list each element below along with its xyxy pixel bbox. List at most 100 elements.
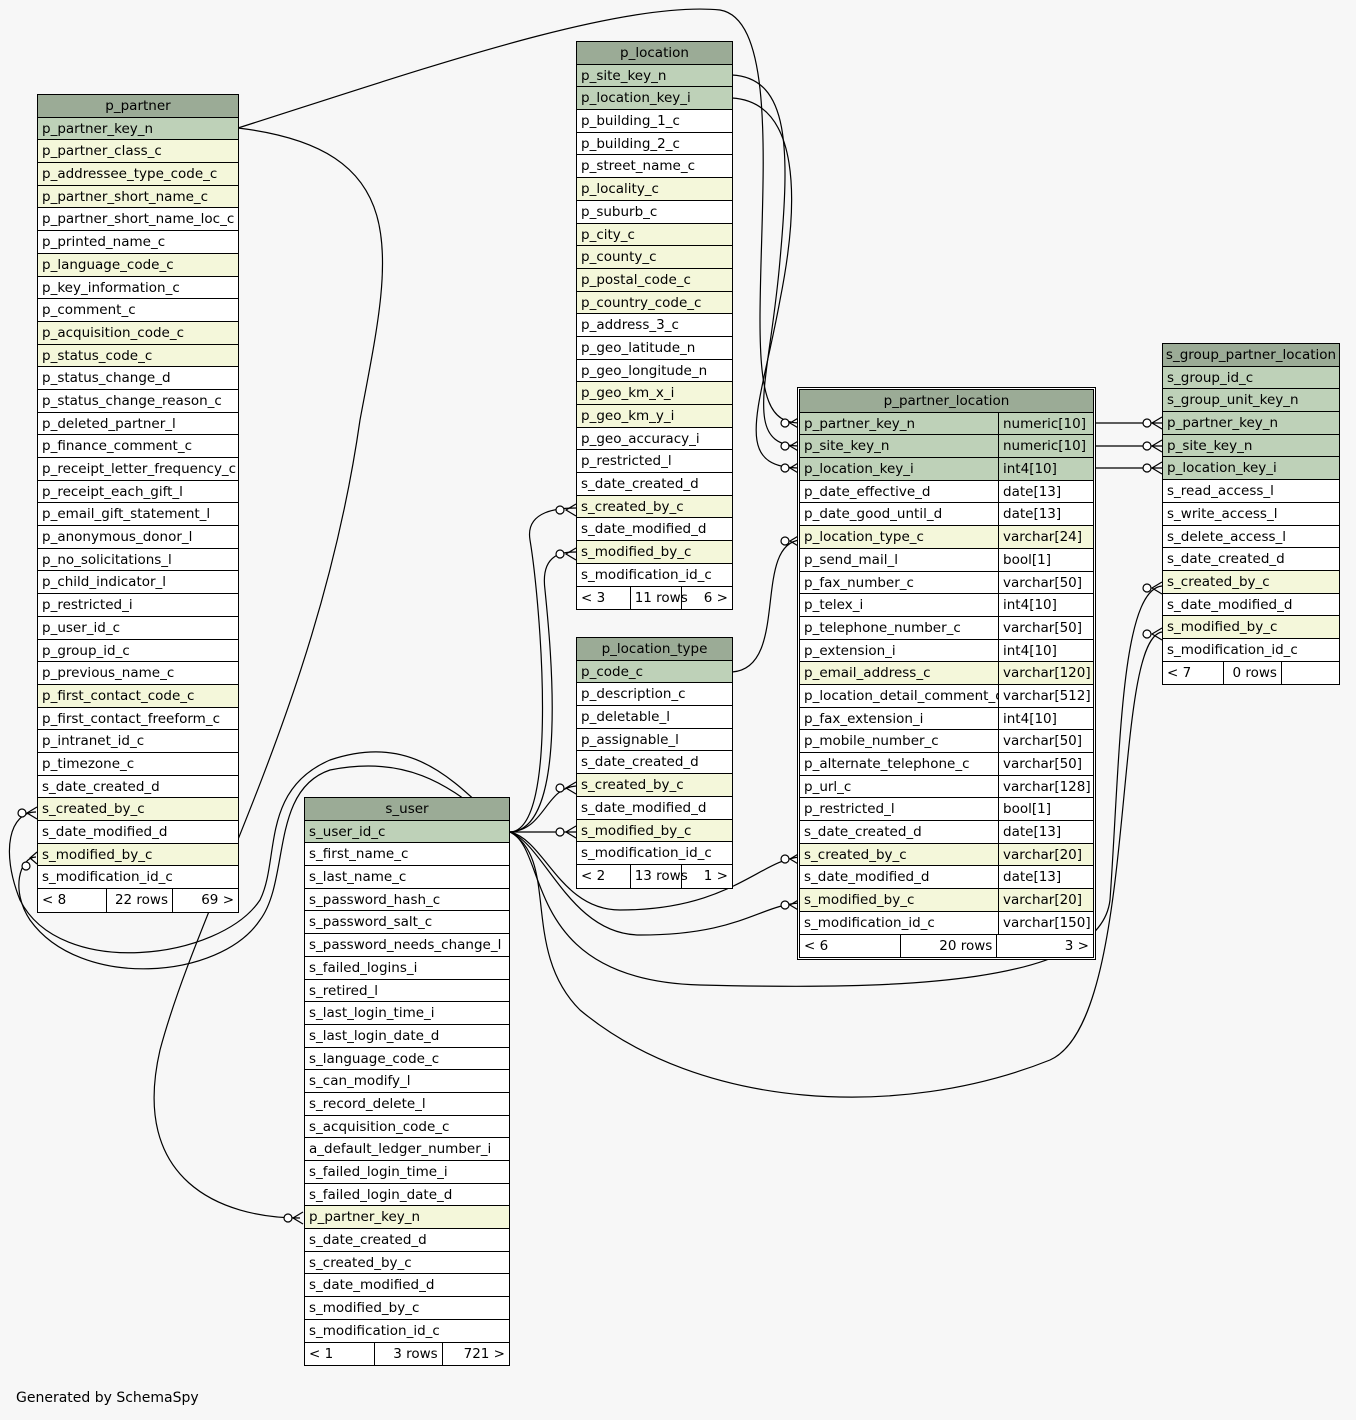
- table-row[interactable]: s_password_needs_change_l: [305, 934, 509, 957]
- table-row[interactable]: s_last_login_date_d: [305, 1024, 509, 1048]
- child-count[interactable]: 3 >: [996, 934, 1093, 958]
- table-row[interactable]: p_receipt_each_gift_l: [38, 480, 238, 504]
- child-count[interactable]: 6 >: [680, 586, 732, 610]
- table-row[interactable]: s_group_unit_key_n: [1163, 389, 1339, 413]
- table-row[interactable]: p_user_id_c: [38, 616, 238, 640]
- table-row[interactable]: s_date_created_d: [305, 1229, 509, 1252]
- table-row[interactable]: p_no_solicitations_l: [38, 548, 238, 572]
- table-row[interactable]: p_deletable_l: [577, 706, 732, 729]
- table-row[interactable]: s_record_delete_l: [305, 1092, 509, 1116]
- table-row[interactable]: s_user_id_c: [305, 820, 509, 844]
- table-row[interactable]: p_partner_short_name_c: [38, 185, 238, 209]
- table-row[interactable]: p_locality_c: [577, 178, 732, 201]
- table-row[interactable]: p_status_change_d: [38, 367, 238, 390]
- table-row[interactable]: p_partner_class_c: [38, 140, 238, 164]
- table-row[interactable]: p_street_name_c: [577, 155, 732, 179]
- table-header[interactable]: s_user: [305, 798, 509, 821]
- table-row[interactable]: p_city_c: [577, 223, 732, 247]
- table-row[interactable]: p_partner_short_name_loc_c: [38, 208, 238, 232]
- parent-count[interactable]: < 7: [1167, 664, 1192, 681]
- table-row[interactable]: s_modification_id_c: [38, 866, 238, 890]
- child-count[interactable]: [1280, 661, 1339, 685]
- table-row[interactable]: p_assignable_l: [577, 728, 732, 752]
- table-row[interactable]: s_modification_id_c: [1163, 638, 1339, 662]
- table-row[interactable]: s_write_access_l: [1163, 502, 1339, 526]
- table-row[interactable]: s_modified_by_c: [1163, 616, 1339, 639]
- table-row[interactable]: s_modification_id_c: [577, 563, 732, 587]
- table-row[interactable]: s_date_created_d: [577, 473, 732, 496]
- table-row[interactable]: s_created_by_c: [305, 1251, 509, 1275]
- table-row[interactable]: s_modified_by_c: [38, 843, 238, 867]
- table-row[interactable]: s_delete_access_l: [1163, 525, 1339, 549]
- table-row[interactable]: s_created_by_c: [577, 495, 732, 519]
- parent-count[interactable]: < 3: [581, 589, 606, 606]
- table-row[interactable]: p_receipt_letter_frequency_c: [38, 458, 238, 481]
- table-row[interactable]: s_date_modified_d: [577, 518, 732, 542]
- table-row[interactable]: p_geo_accuracy_i: [577, 427, 732, 451]
- table-row[interactable]: p_first_contact_code_c: [38, 684, 238, 708]
- table-row[interactable]: s_date_created_d: [38, 775, 238, 799]
- table-row[interactable]: p_status_code_c: [38, 344, 238, 368]
- table-row[interactable]: p_language_code_c: [38, 253, 238, 277]
- table-row[interactable]: s_created_by_c: [577, 774, 732, 797]
- table-row[interactable]: s_modification_id_c: [305, 1319, 509, 1343]
- table-row[interactable]: p_geo_longitude_n: [577, 359, 732, 383]
- table-header[interactable]: p_partner: [38, 95, 238, 118]
- table-row[interactable]: s_can_modify_l: [305, 1070, 509, 1093]
- table-row[interactable]: s_date_created_d: [577, 751, 732, 775]
- table-row[interactable]: s_language_code_c: [305, 1047, 509, 1071]
- table-row[interactable]: s_date_modified_d: [577, 796, 732, 820]
- table-row[interactable]: s_acquisition_code_c: [305, 1115, 509, 1139]
- table-row[interactable]: p_code_c: [577, 660, 732, 684]
- table-row[interactable]: s_password_salt_c: [305, 911, 509, 935]
- table-header[interactable]: p_location: [577, 42, 732, 65]
- table-row[interactable]: s_failed_logins_i: [305, 956, 509, 980]
- table-row[interactable]: p_status_change_reason_c: [38, 389, 238, 413]
- table-row[interactable]: p_description_c: [577, 683, 732, 707]
- table-row[interactable]: p_location_key_i: [577, 87, 732, 111]
- table-row[interactable]: s_last_login_time_i: [305, 1002, 509, 1025]
- table-row[interactable]: p_finance_comment_c: [38, 435, 238, 458]
- table-row[interactable]: s_failed_login_time_i: [305, 1161, 509, 1184]
- table-row[interactable]: p_building_2_c: [577, 132, 732, 156]
- table-row[interactable]: p_geo_km_y_i: [577, 405, 732, 428]
- table-row[interactable]: p_geo_latitude_n: [577, 336, 732, 360]
- table-row[interactable]: s_password_hash_c: [305, 888, 509, 912]
- table-row[interactable]: p_email_gift_statement_l: [38, 503, 238, 527]
- parent-count[interactable]: < 1: [309, 1345, 334, 1362]
- table-row[interactable]: p_postal_code_c: [577, 268, 732, 292]
- child-count[interactable]: 69 >: [172, 889, 238, 912]
- table-row[interactable]: p_suburb_c: [577, 200, 732, 224]
- table-row[interactable]: a_default_ledger_number_i: [305, 1138, 509, 1161]
- table-row[interactable]: s_failed_login_date_d: [305, 1183, 509, 1207]
- table-row[interactable]: p_location_key_i: [1163, 457, 1339, 481]
- table-row[interactable]: p_building_1_c: [577, 110, 732, 133]
- table-row[interactable]: p_partner_key_n: [38, 117, 238, 141]
- table-header[interactable]: p_partner_location: [800, 390, 1093, 413]
- table-row[interactable]: p_anonymous_donor_l: [38, 526, 238, 549]
- table-row[interactable]: s_date_created_d: [1163, 548, 1339, 571]
